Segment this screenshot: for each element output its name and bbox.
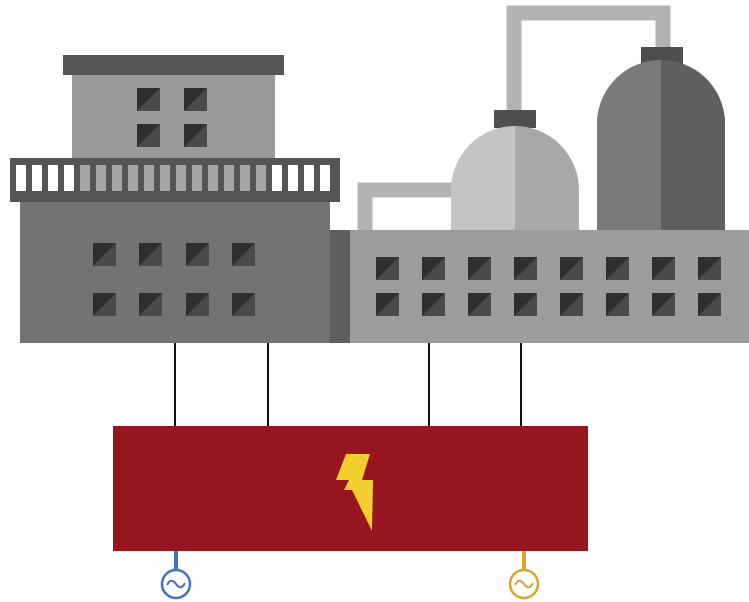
window [139, 293, 162, 316]
railing-post [160, 165, 170, 191]
window [698, 293, 721, 316]
railing-post [288, 165, 298, 191]
railing-post [112, 165, 122, 191]
power-cables [175, 343, 521, 427]
dome-tank-right-half [515, 126, 579, 232]
railing-post [192, 165, 202, 191]
window [560, 257, 583, 280]
window [139, 243, 162, 266]
window [184, 124, 207, 147]
window [93, 243, 116, 266]
generator-unit [113, 426, 588, 551]
window [514, 257, 537, 280]
window [560, 293, 583, 316]
window [422, 257, 445, 280]
wing-body [350, 230, 749, 343]
tall-storage-tank [597, 47, 725, 232]
dome-tank-cap [494, 110, 536, 128]
window [186, 293, 209, 316]
railing-post [256, 165, 266, 191]
roof-slab [63, 55, 284, 75]
railing-post [16, 165, 26, 191]
window [186, 243, 209, 266]
window [184, 88, 207, 111]
railing-post [176, 165, 186, 191]
window [232, 293, 255, 316]
railing-post [128, 165, 138, 191]
side-pipe [365, 190, 458, 232]
tall-tank-right-half [661, 60, 725, 232]
window [376, 293, 399, 316]
factory-wing [328, 230, 749, 343]
ac-output-left [162, 551, 190, 598]
window [93, 293, 116, 316]
window [422, 293, 445, 316]
railing-post [144, 165, 154, 191]
railing-post [272, 165, 282, 191]
window [137, 124, 160, 147]
main-building [10, 55, 340, 343]
window [606, 257, 629, 280]
window [376, 257, 399, 280]
railing-post [64, 165, 74, 191]
window [652, 293, 675, 316]
window [468, 293, 491, 316]
window [652, 257, 675, 280]
window [698, 257, 721, 280]
dome-storage-tank [451, 110, 579, 232]
window [232, 243, 255, 266]
window [514, 293, 537, 316]
railing-post [224, 165, 234, 191]
window [468, 257, 491, 280]
railing-post [96, 165, 106, 191]
dome-tank-left-half [451, 126, 515, 232]
railing-post [48, 165, 58, 191]
upper-floor [72, 75, 275, 161]
railing-post [208, 165, 218, 191]
window [606, 293, 629, 316]
window [137, 88, 160, 111]
railing-post [304, 165, 314, 191]
railing-post [320, 165, 330, 191]
railing-post [240, 165, 250, 191]
wing-connector [328, 230, 350, 343]
railing-post [80, 165, 90, 191]
ac-output-right [510, 551, 538, 598]
lower-floor [20, 202, 330, 343]
railing-post [32, 165, 42, 191]
tall-tank-left-half [597, 60, 661, 232]
